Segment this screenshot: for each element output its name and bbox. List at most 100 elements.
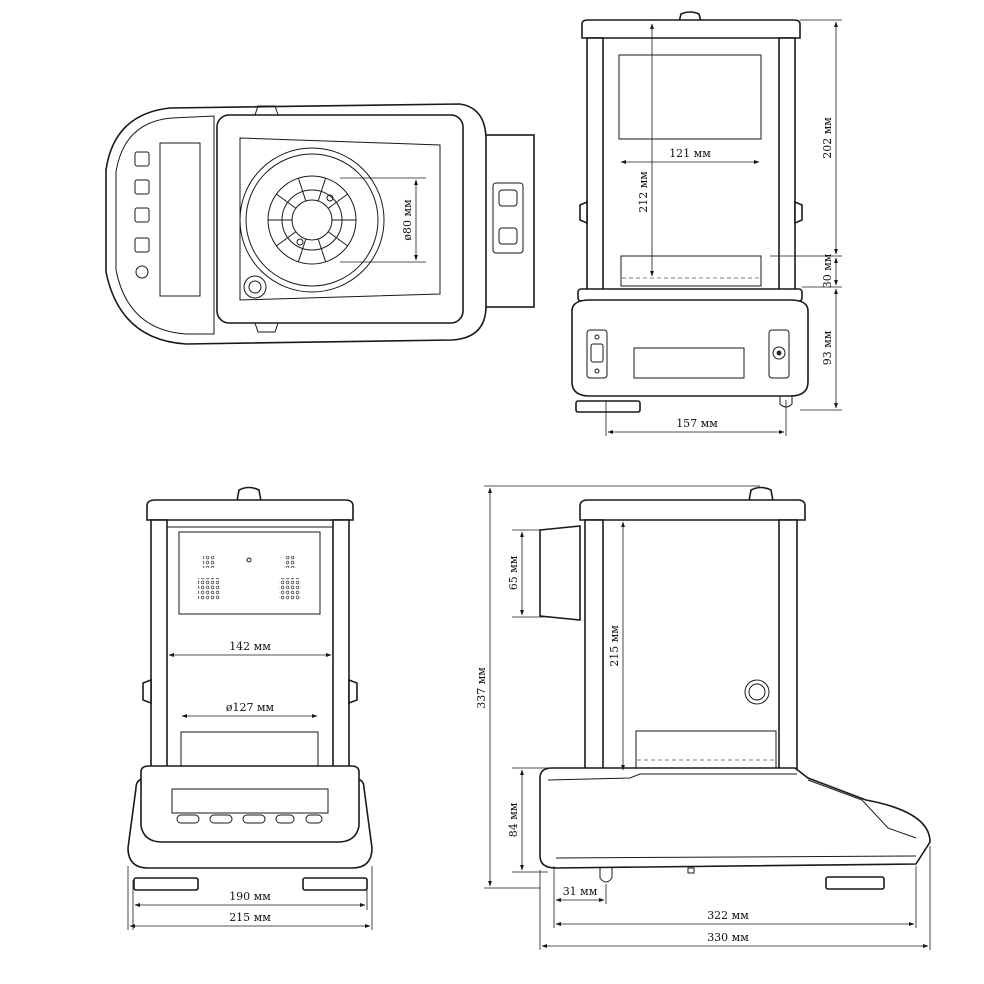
top-view: ø80 мм — [105, 103, 535, 345]
back-vent-panel — [178, 531, 321, 615]
front-top-cover — [581, 19, 801, 39]
top-key-1 — [134, 151, 150, 167]
top-fan-spoke — [317, 177, 327, 202]
back-top-cover — [146, 499, 354, 521]
front-serial-port-frame — [586, 329, 608, 379]
top-fan-spoke — [297, 177, 307, 202]
top-key-4 — [134, 237, 150, 253]
label-side-front-offset: 31 мм — [563, 885, 598, 898]
back-side-tab-left — [142, 678, 152, 705]
side-door-panel — [602, 519, 780, 773]
back-left-post — [150, 519, 168, 769]
back-right-post — [332, 519, 350, 769]
back-key-3 — [242, 814, 266, 824]
label-side-base-height: 84 мм — [507, 802, 520, 837]
label-back-window-width: 142 мм — [229, 640, 271, 653]
top-chamber-outline — [216, 114, 464, 324]
label-back-total-width: 215 мм — [229, 911, 271, 924]
front-label-plate — [633, 347, 745, 379]
label-front-chamber-height: 212 мм — [637, 171, 650, 213]
top-fan-hole-1 — [326, 194, 334, 202]
top-fan-spoke — [276, 231, 297, 247]
label-front-window-width: 121 мм — [669, 147, 711, 160]
back-vent-large-left — [198, 578, 220, 600]
side-rear-post — [778, 519, 798, 773]
label-front-pan-gap: 30 мм — [821, 253, 834, 288]
top-fan-spokes — [268, 177, 356, 263]
front-side-tab-left — [579, 200, 588, 225]
side-base-top-line — [547, 773, 797, 781]
front-serial-port — [590, 343, 604, 363]
label-fan-diameter: ø80 мм — [401, 199, 414, 241]
side-top-knob — [748, 486, 774, 502]
top-rear-button-frame — [492, 182, 524, 254]
top-body-inner-outline — [115, 115, 215, 335]
front-pan-area — [620, 255, 762, 287]
label-side-display-height: 65 мм — [507, 555, 520, 590]
top-fan-hole-2 — [296, 238, 304, 246]
top-key-2 — [134, 179, 150, 195]
back-pan-area — [180, 731, 319, 769]
back-side-tab-right — [348, 678, 358, 705]
side-top-cover — [579, 499, 806, 521]
label-front-base-height: 93 мм — [821, 330, 834, 365]
back-key-5 — [305, 814, 323, 824]
top-fan-spoke — [327, 231, 348, 247]
top-pan — [245, 153, 379, 287]
back-top-knob — [236, 486, 262, 502]
label-front-total-height: 202 мм — [821, 117, 834, 159]
side-base — [539, 767, 931, 869]
label-side-total-height: 337 мм — [475, 667, 488, 709]
back-key-1 — [176, 814, 200, 824]
top-fan-spoke — [297, 238, 307, 263]
label-side-depth-inner: 322 мм — [707, 909, 749, 922]
side-door-knob-inner — [748, 683, 766, 701]
top-fan-spoke — [276, 193, 297, 209]
front-left-post — [586, 37, 604, 301]
front-view: 121 мм 212 мм 202 мм 30 мм 93 мм 157 мм — [571, 11, 842, 436]
top-handle-upper — [254, 105, 279, 116]
front-power-socket — [772, 346, 786, 360]
back-key-4 — [275, 814, 295, 824]
back-key-2 — [209, 814, 233, 824]
top-chamber-floor — [239, 137, 441, 301]
back-foot-left — [133, 877, 199, 891]
top-key-3 — [134, 207, 150, 223]
back-foot-right — [302, 877, 368, 891]
side-view: 337 мм 65 мм 215 мм 84 мм 31 мм 322 мм 3… — [475, 485, 931, 950]
side-foot-front — [599, 868, 613, 883]
top-level-indicator-inner — [248, 280, 262, 294]
side-foot-rear — [825, 876, 885, 890]
front-foot-left — [575, 400, 641, 413]
front-right-post — [778, 37, 796, 301]
back-display — [171, 788, 329, 814]
side-display-housing — [539, 525, 581, 621]
top-rear-button-lower — [498, 227, 518, 245]
top-rear-connector-box — [483, 134, 535, 308]
label-front-base-width: 157 мм — [676, 417, 718, 430]
top-level-indicator-outer — [243, 275, 267, 299]
side-door-knob-outer — [744, 679, 770, 705]
back-vent-small-left — [203, 556, 215, 568]
side-pan-area — [635, 730, 777, 772]
top-rear-button-upper — [498, 189, 518, 207]
label-back-feet-width: 190 мм — [229, 890, 271, 903]
label-side-chamber-height: 215 мм — [608, 625, 621, 667]
top-handle-lower — [254, 322, 279, 333]
back-view: 142 мм ø127 мм 190 мм 215 мм — [127, 486, 373, 930]
top-key-power — [135, 265, 149, 279]
back-vent-large-right — [279, 578, 301, 600]
top-fan-spoke — [327, 193, 348, 209]
back-vent-small-right — [284, 556, 296, 568]
side-base-display-slope — [807, 779, 917, 839]
back-vent-indicator — [246, 557, 252, 563]
side-front-post — [584, 519, 604, 773]
back-base-top — [140, 765, 360, 843]
front-power-socket-frame — [768, 329, 790, 379]
label-side-depth-total: 330 мм — [707, 931, 749, 944]
top-fan-spoke — [317, 238, 327, 263]
front-back-window — [618, 54, 762, 140]
top-display — [159, 142, 201, 297]
front-side-tab-right — [794, 200, 803, 225]
